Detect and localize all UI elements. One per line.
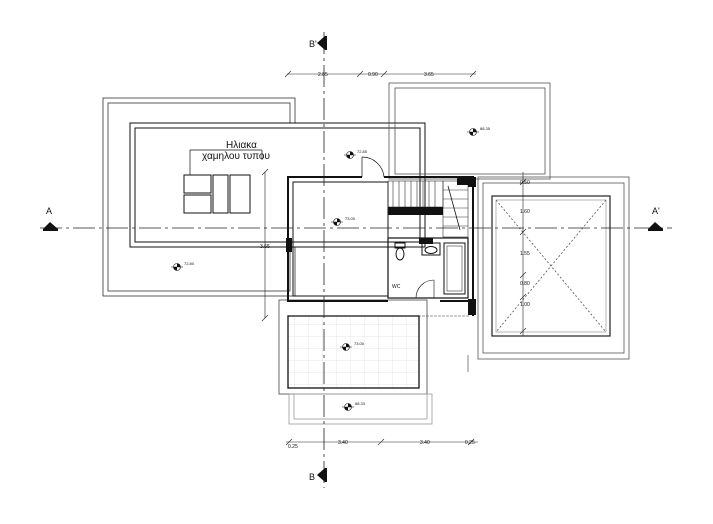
dim-top-2: 0.90 bbox=[368, 72, 378, 78]
right-void-block bbox=[477, 176, 630, 360]
dim-bottom-4: 0.25 bbox=[465, 440, 475, 446]
section-line-a bbox=[40, 222, 672, 231]
solar-label-line2: χαμηλου τυπου bbox=[202, 151, 270, 162]
right-vertical-dimension bbox=[519, 172, 527, 336]
bottom-projection bbox=[288, 393, 433, 425]
section-b-top-label: B' bbox=[309, 39, 317, 49]
solar-panel-area bbox=[129, 122, 426, 248]
dim-top-1: 2.85 bbox=[318, 72, 328, 78]
section-line-b bbox=[317, 32, 327, 488]
dim-bottom-2: 3.40 bbox=[338, 440, 348, 446]
elev-center-top: 72.85 bbox=[357, 149, 368, 154]
section-a-left-label: A bbox=[46, 206, 52, 216]
dim-right-1: 0.50 bbox=[520, 180, 530, 186]
elev-roof-left: 72.80 bbox=[184, 261, 195, 266]
dim-right-4: 0.80 bbox=[520, 281, 530, 287]
top-dimension-line bbox=[284, 70, 477, 78]
dim-bottom-1: 0.25 bbox=[288, 444, 298, 450]
wc-label: WC bbox=[392, 284, 401, 290]
elevation-markers bbox=[171, 128, 479, 411]
solar-panels bbox=[183, 174, 251, 214]
elev-roof-right: 88.35 bbox=[480, 126, 491, 131]
solar-label-line1: Ηλιακα bbox=[226, 140, 257, 151]
elev-bottom: 68.33 bbox=[355, 401, 366, 406]
dim-right-3: 1.55 bbox=[520, 251, 530, 257]
dim-right-2: 1.60 bbox=[520, 209, 530, 215]
dim-left-vertical: 3.65 bbox=[260, 244, 270, 250]
bottom-dimension-line bbox=[285, 438, 478, 446]
section-a-right-label: A' bbox=[652, 206, 660, 216]
dim-top-3: 3.65 bbox=[424, 72, 434, 78]
elev-landing: 73.00 bbox=[345, 216, 356, 221]
section-b-bottom-label: B bbox=[309, 472, 315, 482]
dim-right-5: 1.00 bbox=[520, 302, 530, 308]
door bbox=[361, 156, 385, 178]
dim-bottom-3: 3.40 bbox=[420, 440, 430, 446]
left-vertical-dimension bbox=[261, 168, 269, 322]
terrace bbox=[278, 299, 470, 395]
elev-terrace: 73.00 bbox=[354, 341, 365, 346]
